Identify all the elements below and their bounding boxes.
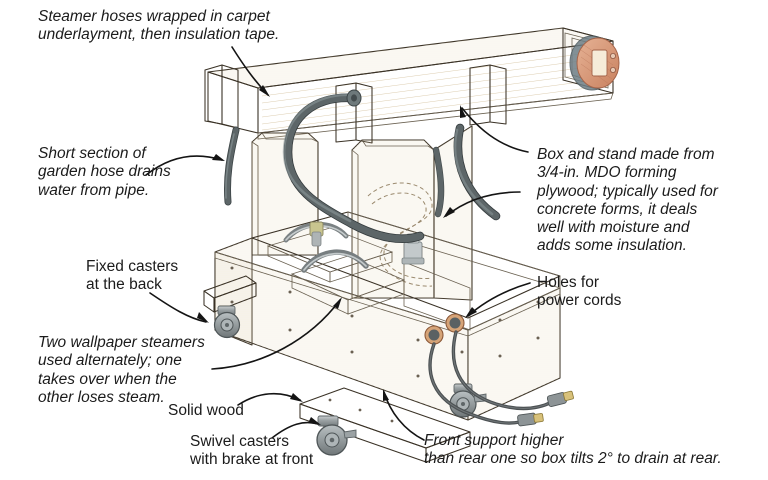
hidden-hose-coil (367, 182, 433, 287)
steam-box (204, 27, 620, 144)
front-skid (299, 387, 471, 463)
callout-solid-wood: Solid wood (168, 402, 244, 419)
plug-a (517, 412, 544, 427)
hose-to-box (432, 146, 445, 218)
callout-holes-for-cords: Holes for power cords (537, 274, 622, 310)
callout-swivel-casters: Swivel casters with brake at front (190, 433, 314, 469)
callout-garden-hose-drain: Short section of garden hose drains wate… (38, 145, 171, 199)
caster-front (316, 415, 357, 456)
end-cap (562, 27, 620, 94)
callout-steamer-hoses: Steamer hoses wrapped in carpet underlay… (38, 8, 280, 44)
rear-skid (203, 275, 257, 313)
drain-hose (224, 126, 240, 206)
callout-two-steamers: Two wallpaper steamers used alternately;… (38, 334, 205, 406)
callout-front-support: Front support higher than rear one so bo… (424, 432, 722, 468)
power-cord-a (428, 342, 544, 427)
leader-lines (145, 46, 531, 441)
steamer-hose-right (453, 123, 501, 221)
steamer-hose-main (282, 89, 425, 243)
callout-box-and-stand: Box and stand made from 3/4-in. MDO form… (537, 146, 718, 255)
right-post (351, 139, 435, 299)
cord-hole-right (445, 313, 465, 333)
callout-fixed-casters: Fixed casters at the back (86, 258, 179, 294)
caster-rear (213, 305, 241, 339)
power-cord-b (451, 330, 574, 411)
plug-b (546, 390, 574, 407)
wallpaper-steamer-front (290, 249, 406, 315)
cord-hole-left (424, 325, 444, 345)
